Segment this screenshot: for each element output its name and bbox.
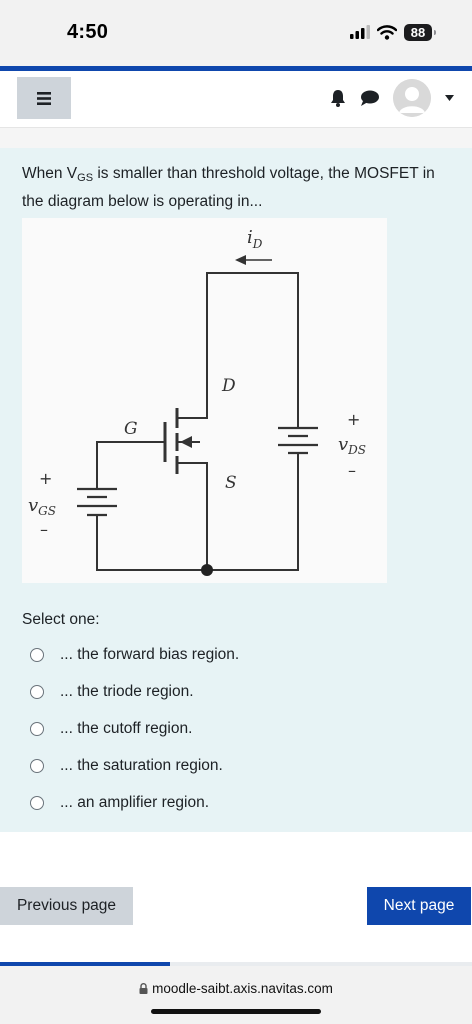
- svg-text:iD: iD: [247, 227, 263, 251]
- battery-indicator: 88: [404, 23, 436, 41]
- select-one-label: Select one:: [22, 611, 100, 628]
- answer-options: ... the forward bias region. ... the tri…: [30, 636, 239, 821]
- radio-button[interactable]: [30, 647, 44, 662]
- lock-icon: [139, 983, 148, 994]
- status-bar: 4:50 88: [0, 0, 472, 66]
- answer-option-label: ... the saturation region.: [60, 756, 223, 774]
- wifi-icon: [377, 24, 397, 40]
- navbar-actions: [330, 79, 454, 117]
- circuit-svg: iD D G S vDS vGS + – + –: [28, 227, 366, 576]
- radio-button[interactable]: [30, 795, 44, 810]
- question-text: When VGS is smaller than threshold volta…: [22, 165, 435, 210]
- url-text: moodle-saibt.axis.navitas.com: [152, 981, 333, 996]
- answer-option-label: ... the cutoff region.: [60, 719, 193, 737]
- user-avatar[interactable]: [393, 79, 431, 117]
- hamburger-icon: [37, 91, 51, 105]
- status-time: 4:50: [67, 21, 109, 43]
- svg-text:S: S: [225, 473, 237, 493]
- content-gap: [0, 128, 472, 148]
- svg-text:–: –: [40, 520, 48, 539]
- svg-text:+: +: [39, 469, 52, 488]
- signal-icon: [350, 25, 370, 39]
- previous-page-button[interactable]: Previous page: [0, 887, 133, 925]
- notification-bell-icon[interactable]: [330, 89, 346, 107]
- mosfet-circuit-diagram: iD D G S vDS vGS + – + –: [22, 218, 387, 583]
- vds-bottom-wire: [96, 453, 299, 571]
- status-icons: 88: [350, 22, 436, 42]
- hamburger-menu-button[interactable]: [17, 77, 71, 119]
- page-load-progress: [0, 962, 472, 966]
- next-page-button[interactable]: Next page: [367, 887, 471, 925]
- answer-option-label: ... the triode region.: [60, 682, 194, 700]
- svg-text:D: D: [221, 376, 236, 396]
- svg-text:G: G: [124, 419, 138, 439]
- page-load-progress-fill: [0, 962, 170, 966]
- ground-node: [201, 564, 213, 576]
- messages-icon[interactable]: [360, 90, 379, 106]
- user-avatar-icon: [393, 79, 431, 117]
- answer-option-1[interactable]: ... the forward bias region.: [30, 636, 239, 673]
- answer-option-3[interactable]: ... the cutoff region.: [30, 710, 239, 747]
- svg-text:vDS: vDS: [338, 434, 366, 457]
- svg-text:vGS: vGS: [28, 495, 56, 518]
- radio-button[interactable]: [30, 684, 44, 699]
- browser-url-bar[interactable]: moodle-saibt.axis.navitas.com: [0, 966, 472, 1024]
- gate-wire: [96, 441, 165, 489]
- drain-to-channel: [177, 410, 208, 419]
- url-display[interactable]: moodle-saibt.axis.navitas.com: [0, 981, 472, 996]
- radio-button[interactable]: [30, 758, 44, 773]
- answer-option-5[interactable]: ... an amplifier region.: [30, 784, 239, 821]
- top-accent-bar: [0, 66, 472, 71]
- drain-wire: [206, 272, 299, 428]
- home-indicator[interactable]: [151, 1009, 321, 1014]
- svg-text:–: –: [348, 461, 356, 480]
- radio-button[interactable]: [30, 721, 44, 736]
- answer-option-label: ... the forward bias region.: [60, 645, 240, 663]
- answer-option-label: ... an amplifier region.: [60, 793, 210, 811]
- answer-option-4[interactable]: ... the saturation region.: [30, 747, 239, 784]
- question-panel: When VGS is smaller than threshold volta…: [0, 148, 472, 832]
- source-wire: [177, 462, 208, 570]
- user-menu-caret-icon[interactable]: [445, 95, 454, 101]
- answer-option-2[interactable]: ... the triode region.: [30, 673, 239, 710]
- navbar: [0, 71, 472, 128]
- body-arrow-head: [180, 436, 192, 448]
- svg-text:+: +: [347, 410, 360, 429]
